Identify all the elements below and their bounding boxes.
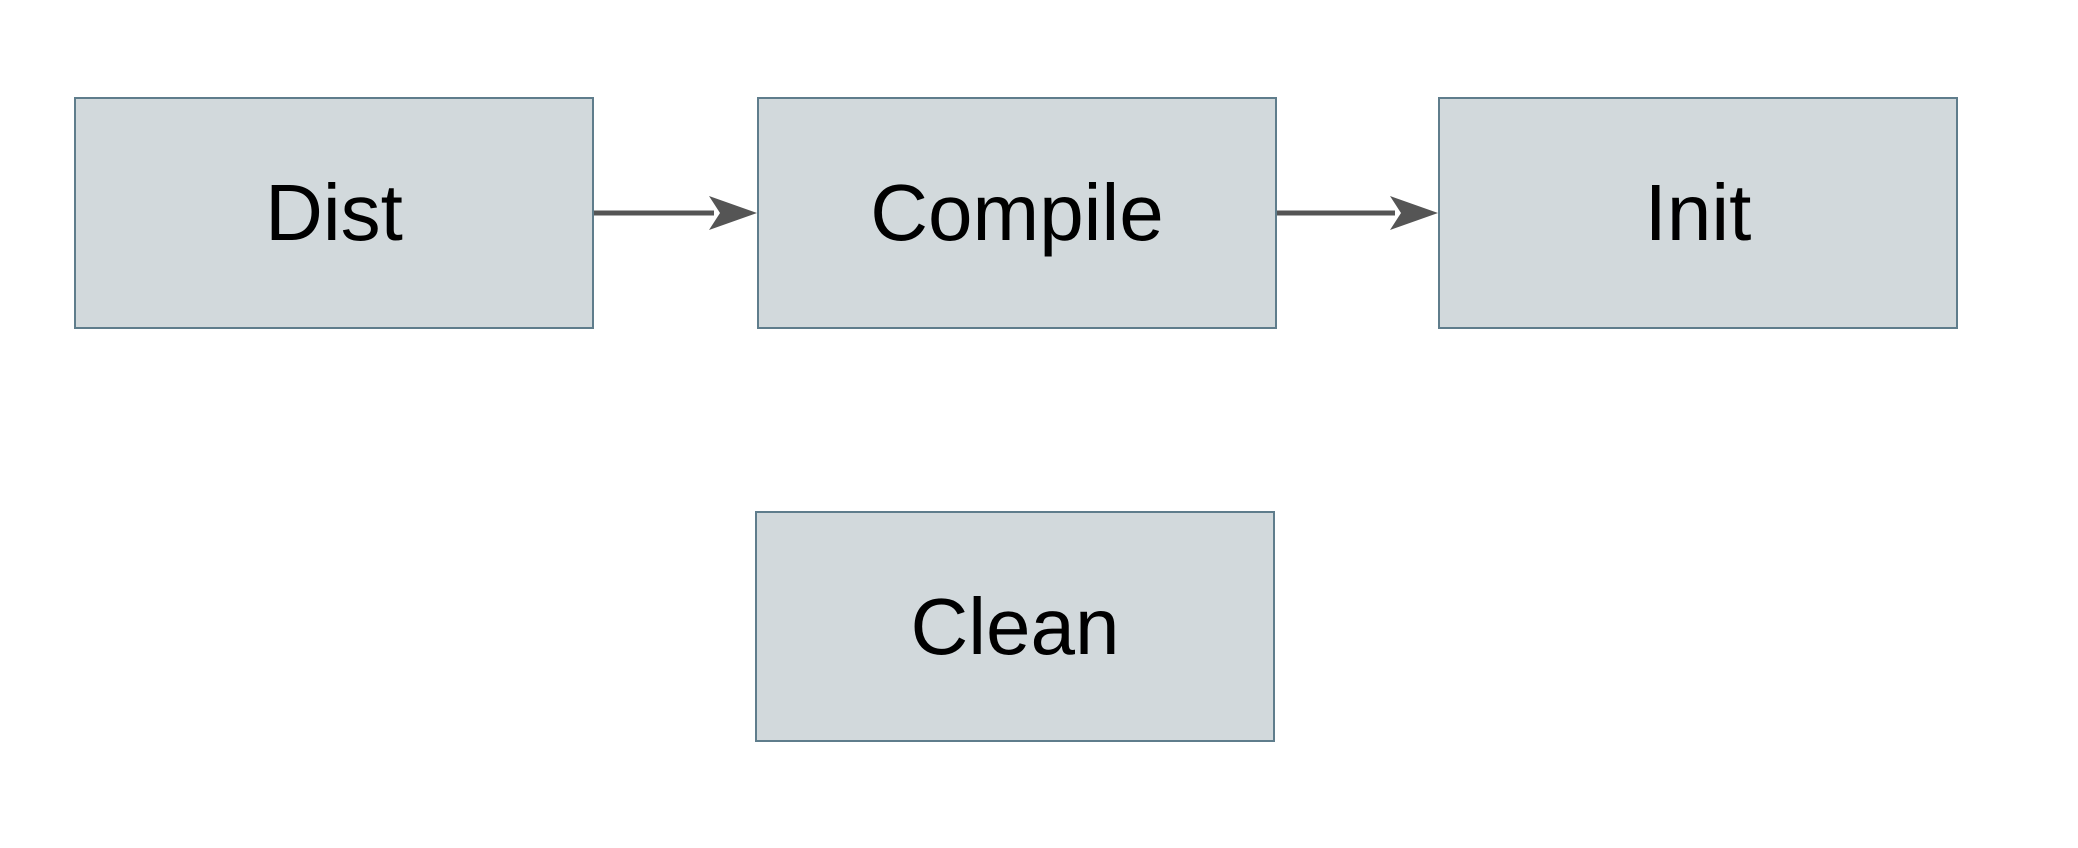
arrow-compile-to-init [1277,196,1438,230]
node-compile: Compile [757,97,1277,329]
node-clean: Clean [755,511,1275,742]
arrowhead-icon [1390,196,1438,230]
node-init-label: Init [1644,168,1752,257]
arrowhead-icon [709,196,757,230]
node-dist: Dist [74,97,594,329]
node-init: Init [1438,97,1958,329]
node-compile-label: Compile [870,168,1164,257]
node-dist-label: Dist [265,168,403,257]
node-clean-label: Clean [910,581,1120,671]
arrow-dist-to-compile [594,196,757,230]
